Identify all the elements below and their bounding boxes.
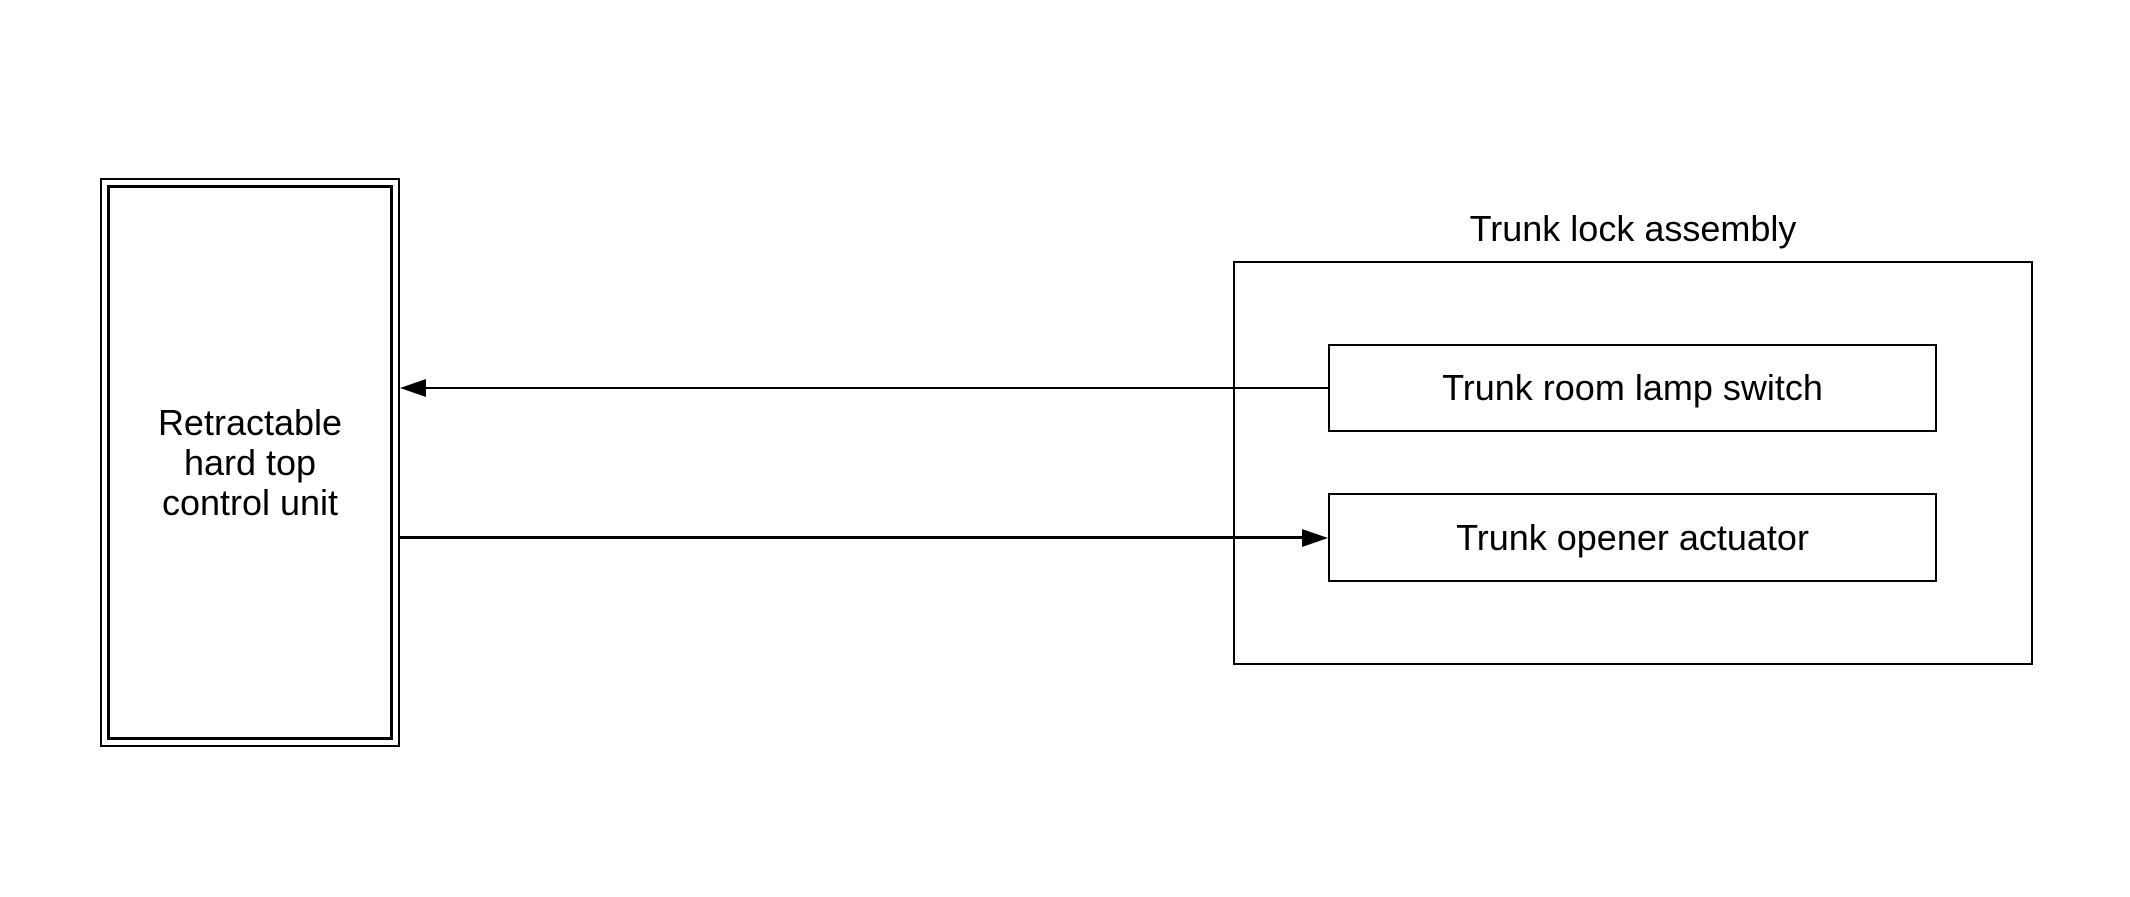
trunk-opener-actuator-label: Trunk opener actuator [1456, 516, 1809, 558]
arrowhead-right-icon [1302, 529, 1328, 547]
trunk-lock-assembly-title: Trunk lock assembly [1469, 208, 1797, 249]
trunk-lock-assembly-container [1233, 261, 2033, 665]
trunk-room-lamp-switch-label: Trunk room lamp switch [1442, 367, 1823, 408]
connection-line [424, 387, 1328, 389]
control-unit-box-inner-border: Retractable hard top control unit [107, 185, 393, 740]
trunk-opener-actuator-box: Trunk opener actuator [1328, 493, 1937, 582]
control-unit-box: Retractable hard top control unit [100, 178, 400, 747]
control-unit-label: Retractable hard top control unit [157, 401, 343, 523]
arrowhead-left-icon [400, 379, 426, 397]
trunk-room-lamp-switch-box: Trunk room lamp switch [1328, 344, 1937, 432]
connection-line [400, 536, 1304, 539]
